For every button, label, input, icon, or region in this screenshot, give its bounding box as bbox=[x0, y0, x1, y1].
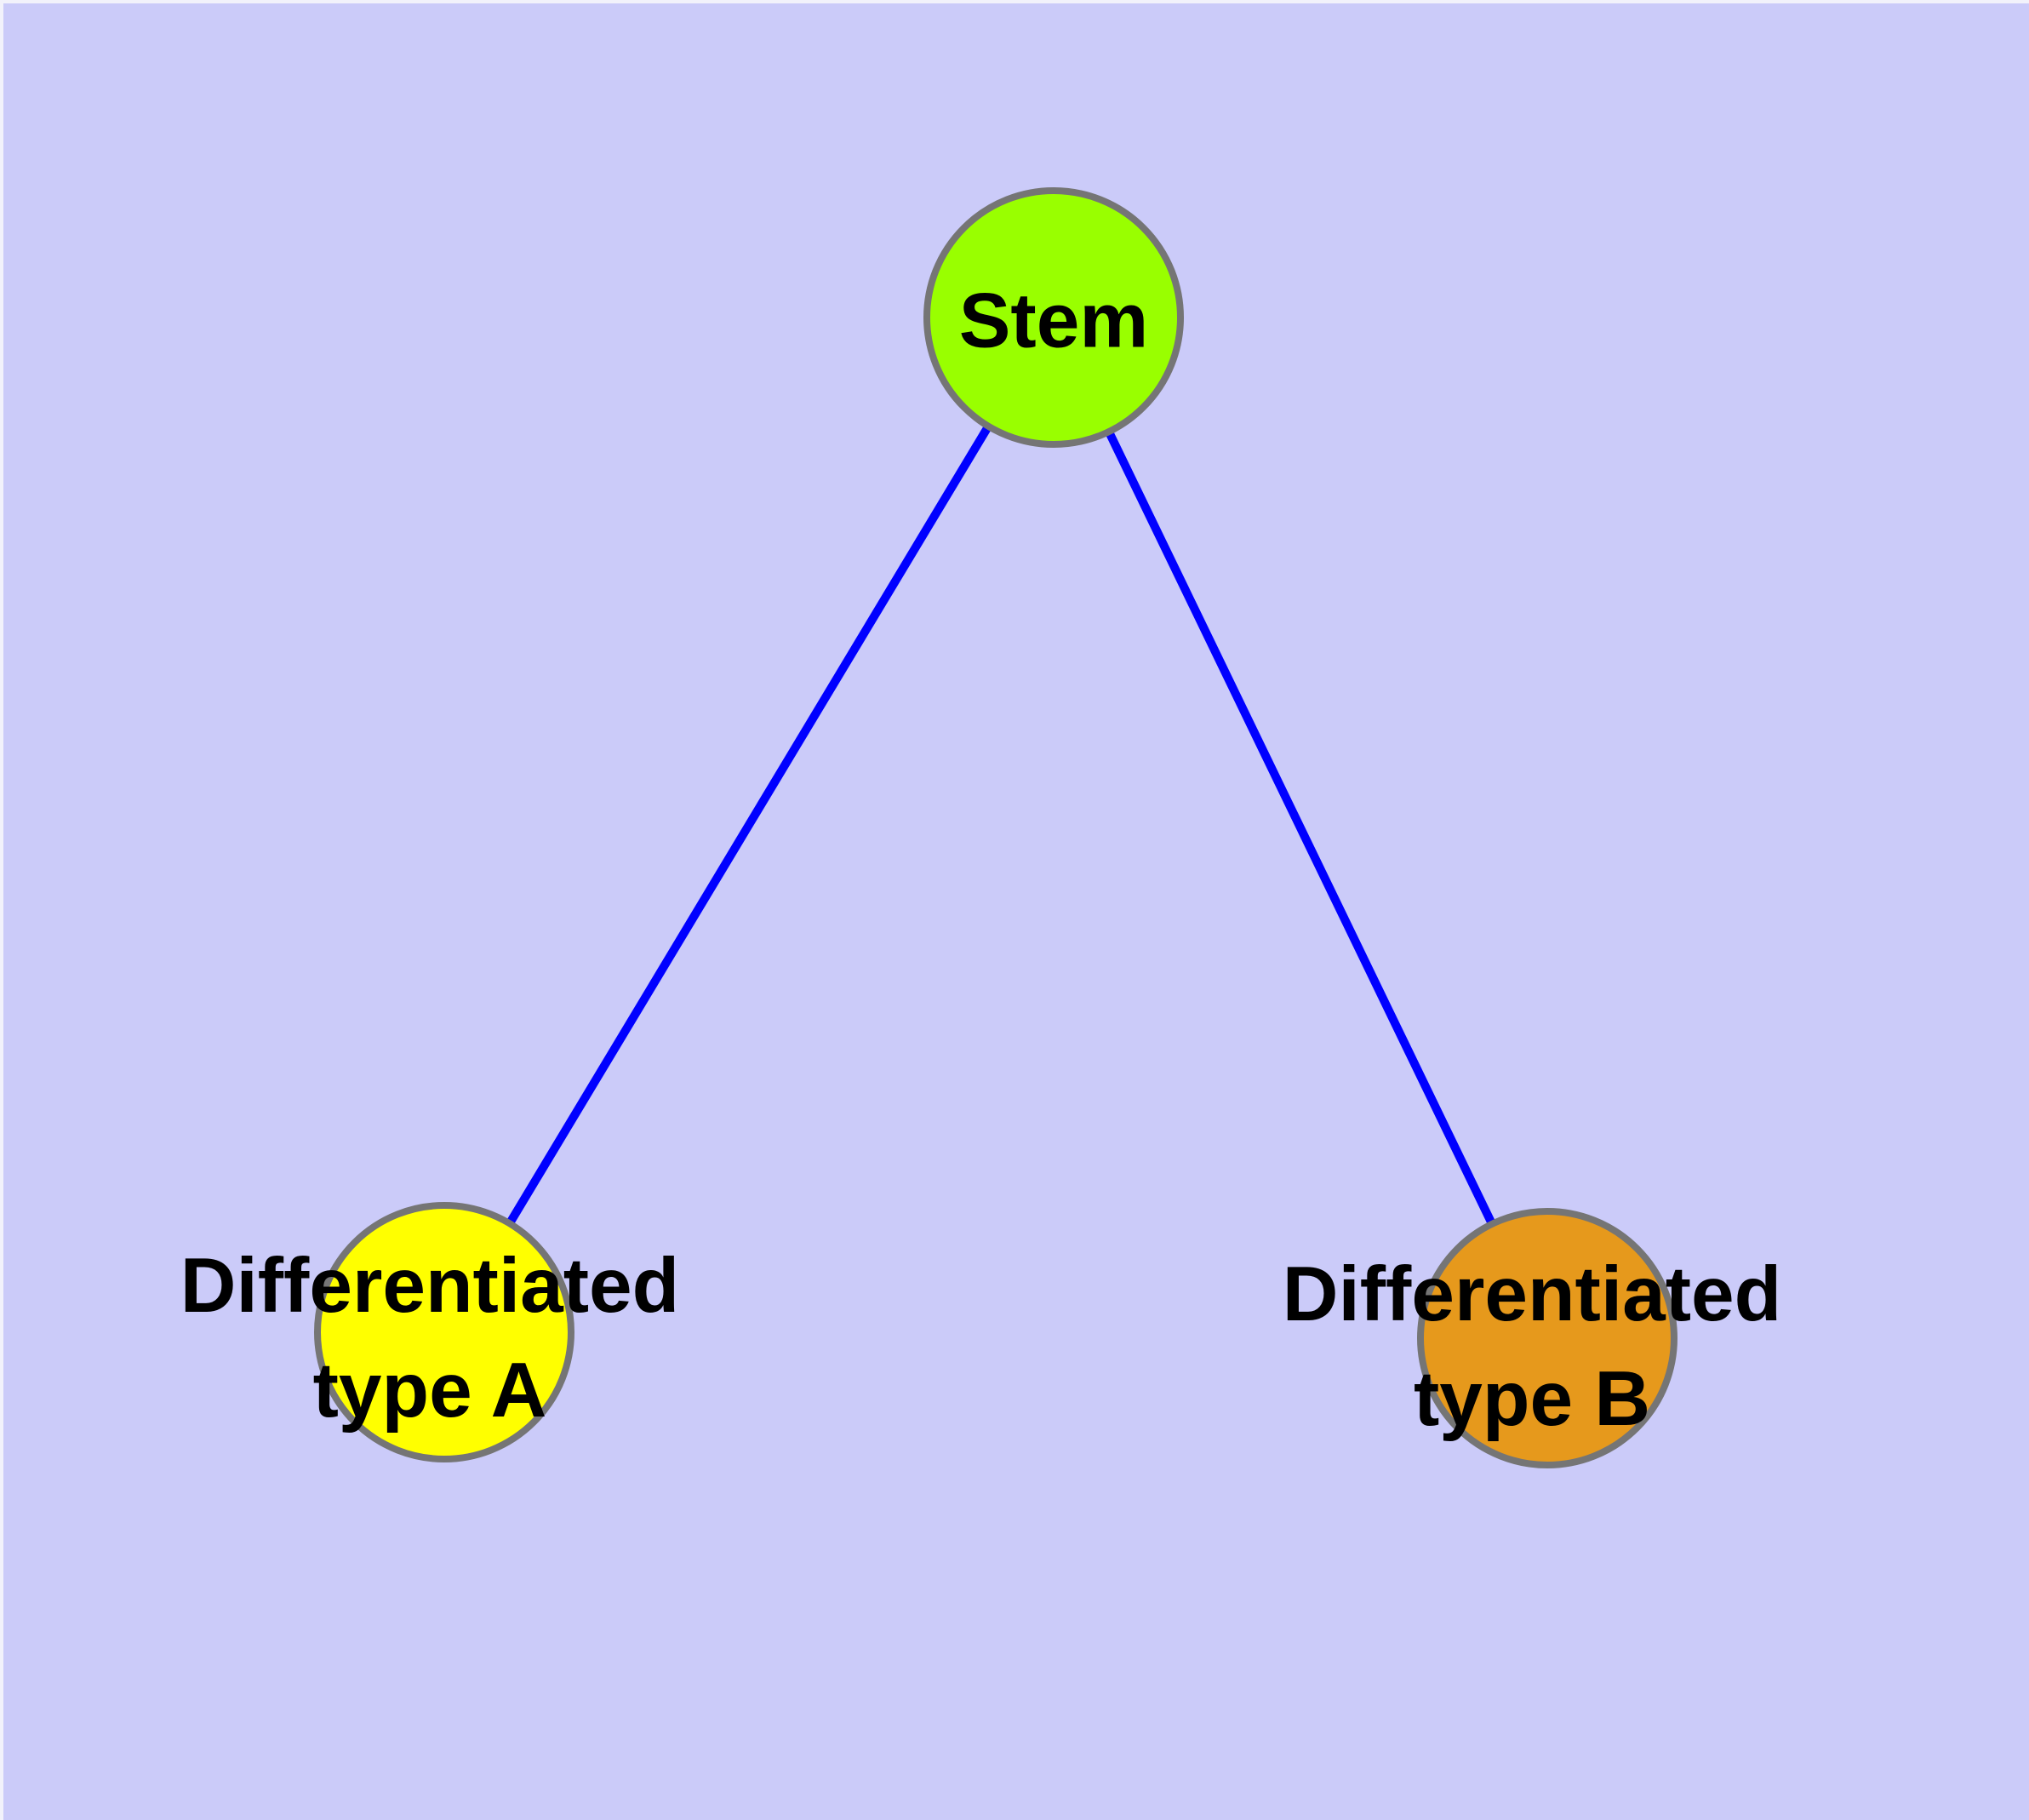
label-line: Stem bbox=[958, 278, 1149, 364]
node-differentiated-type-a-label: Differentiated type A bbox=[180, 1233, 680, 1443]
node-stem-label: Stem bbox=[959, 269, 1149, 374]
node-differentiated-type-b bbox=[1417, 1208, 1677, 1468]
canvas-top-edge bbox=[0, 0, 2029, 3]
edge-stem-to-type-b bbox=[1049, 315, 1552, 1341]
label-line: type B bbox=[1413, 1356, 1651, 1442]
node-differentiated-type-b-label: Differentiated type B bbox=[1283, 1242, 1782, 1451]
edge-stem-to-type-a bbox=[440, 315, 1058, 1335]
label-line: type A bbox=[312, 1348, 547, 1434]
label-line: Differentiated bbox=[180, 1243, 680, 1329]
node-stem bbox=[923, 187, 1184, 448]
label-line: Differentiated bbox=[1282, 1251, 1782, 1337]
node-differentiated-type-a bbox=[314, 1202, 574, 1462]
canvas-left-edge bbox=[0, 0, 3, 1820]
